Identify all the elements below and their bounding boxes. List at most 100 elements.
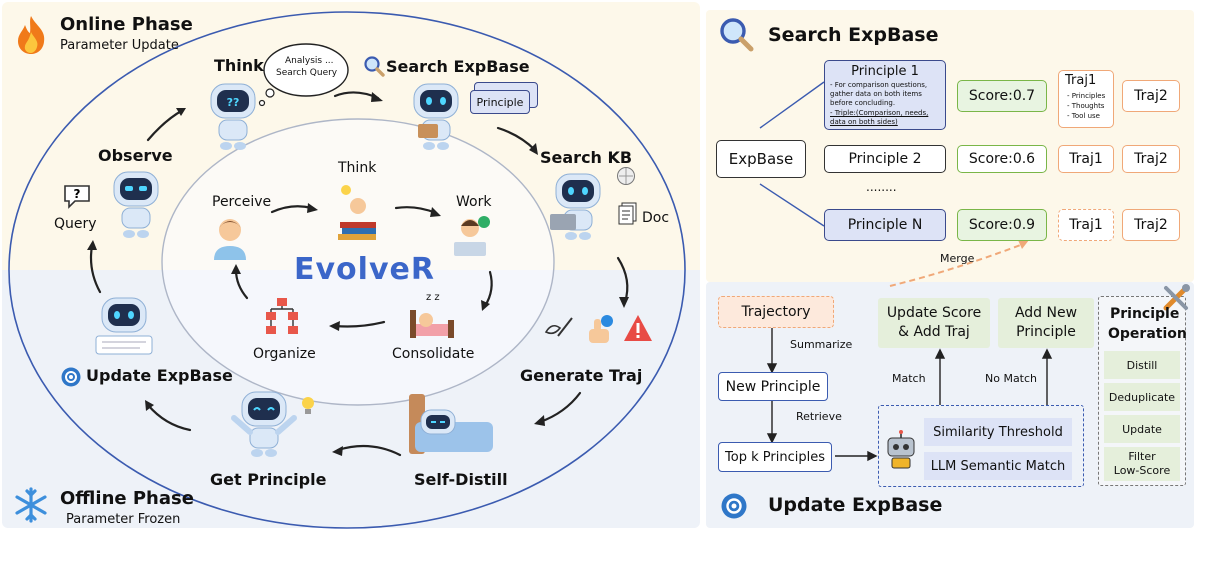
flowchart-organize-icon (266, 298, 298, 334)
arrow-kb-generate (616, 256, 629, 304)
update-expbase-title: Update ExpBase (768, 494, 943, 516)
thumbs-up-icon (589, 315, 613, 343)
principle1-line5: data on both sides) (830, 118, 898, 126)
magnifier-icon (364, 56, 385, 77)
generate-traj-label: Generate Traj (520, 366, 643, 385)
update-score-line2: & Add Traj (898, 324, 970, 340)
arrowhead (529, 143, 538, 155)
arrowhead (87, 240, 97, 250)
offline-phase-title: Offline Phase (60, 488, 194, 509)
zzz-label: z z (426, 292, 440, 303)
merge-arrow (889, 243, 1024, 287)
get-principle-label: Get Principle (210, 470, 327, 489)
tools-icon (1163, 284, 1190, 311)
op-update: Update (1104, 415, 1180, 443)
matching-group (878, 405, 1084, 487)
traj1-box-row2: Traj1 (1058, 145, 1114, 173)
consolidate-label: Consolidate (392, 346, 475, 362)
inner-think-label: Think (338, 160, 377, 176)
arrow-generate-distill (538, 391, 582, 424)
traj1-detail-line1: - Principles (1067, 92, 1106, 100)
online-phase-title: Online Phase (60, 14, 193, 35)
scoreN-box: Score:0.9 (957, 209, 1047, 241)
update-gear-icon (721, 493, 747, 519)
arrowhead (371, 92, 383, 102)
update-expbase-label: Update ExpBase (86, 366, 233, 385)
perceive-label: Perceive (212, 194, 272, 210)
sleeping-person-icon (410, 310, 454, 338)
principle1-line1: - For comparison questions, (830, 81, 928, 89)
arrow-update-query (89, 244, 102, 294)
topk-principles-box: Top k Principles (718, 442, 832, 472)
arrowhead (430, 207, 441, 217)
principle-operation-title-2: Operation (1108, 326, 1187, 342)
lightbulb-icon (302, 397, 314, 414)
arrowhead (619, 297, 629, 308)
robot-kb-icon (550, 173, 601, 240)
traj1-detail-box: Traj1 - Principles - Thoughts - Tool use (1058, 70, 1114, 128)
op-filter-line2: Low-Score (1113, 464, 1171, 477)
match-label: Match (892, 372, 926, 385)
principleN-box: Principle N (824, 209, 946, 241)
matcher-robot-icon (887, 430, 915, 469)
principle1-line3: before concluding. (830, 99, 896, 107)
similarity-threshold-box: Similarity Threshold (924, 418, 1072, 446)
add-new-principle-box: Add New Principle (998, 298, 1094, 348)
arrowhead (481, 300, 490, 311)
traj1-detail-title: Traj1 (1065, 73, 1097, 88)
arrow-search-kb (496, 126, 537, 152)
svg-text:??: ?? (227, 96, 240, 109)
trajectory-box: Trajectory (718, 296, 834, 328)
thought-dot (258, 99, 266, 107)
svg-text:?: ? (74, 187, 81, 201)
left-diagram-canvas (8, 11, 686, 529)
person-perceive-icon (214, 219, 246, 260)
score2-box: Score:0.6 (957, 145, 1047, 173)
update-score-box: Update Score & Add Traj (878, 298, 990, 348)
document-icon (618, 202, 637, 225)
traj1-detail-line2: - Thoughts (1067, 102, 1105, 110)
score1-box: Score:0.7 (957, 80, 1047, 112)
thought-bubble (263, 43, 349, 97)
traj2-box-row2: Traj2 (1122, 145, 1180, 173)
books-think-icon (338, 185, 376, 240)
llm-semantic-match-box: LLM Semantic Match (924, 452, 1072, 480)
traj2-box-row1: Traj2 (1122, 80, 1180, 112)
robot-think-icon: ?? (210, 83, 256, 150)
self-distill-label: Self-Distill (414, 470, 508, 489)
update-score-line1: Update Score (886, 305, 982, 321)
arrow-getprinciple-update (146, 403, 192, 432)
principle1-box: Principle 1 - For comparison questions, … (824, 60, 946, 130)
brush-icon (544, 317, 573, 337)
traj1-detail-line3: - Tool use (1067, 112, 1100, 120)
search-kb-label: Search KB (540, 148, 633, 167)
outer-cycle-ellipse (8, 11, 686, 529)
fire-icon (18, 16, 45, 54)
snowflake-icon (15, 487, 47, 523)
summarize-label: Summarize (790, 338, 853, 351)
arrowhead (307, 203, 318, 213)
arrowhead (534, 415, 545, 426)
warning-icon (624, 315, 652, 341)
add-new-line1: Add New (1014, 305, 1078, 321)
robot-update-icon (95, 297, 153, 355)
new-principle-box: New Principle (718, 372, 828, 401)
wiki-globe-icon (617, 167, 635, 185)
robot-getprinciple-icon (231, 391, 297, 457)
principle1-line4: - Triple:(Comparison, needs, (830, 109, 929, 117)
expbase-box: ExpBase (716, 140, 806, 178)
merge-label: Merge (940, 252, 975, 265)
thought-dot (265, 88, 275, 98)
right-diagram-lines (759, 81, 1053, 462)
arrow-distill-getprinciple (336, 444, 402, 457)
robot-search-icon (413, 83, 459, 150)
traj1-box-rowN: Traj1 (1058, 209, 1114, 241)
query-bubble-icon: ? (64, 185, 90, 209)
query-label: Query (54, 216, 97, 232)
traj2-box-rowN: Traj2 (1122, 209, 1180, 241)
no-match-label: No Match (985, 372, 1038, 385)
robot-observe-icon (113, 171, 159, 238)
evolver-title: EvolveR (294, 252, 435, 287)
arrowhead (145, 400, 154, 411)
op-filter-line1: Filter (1128, 450, 1156, 463)
